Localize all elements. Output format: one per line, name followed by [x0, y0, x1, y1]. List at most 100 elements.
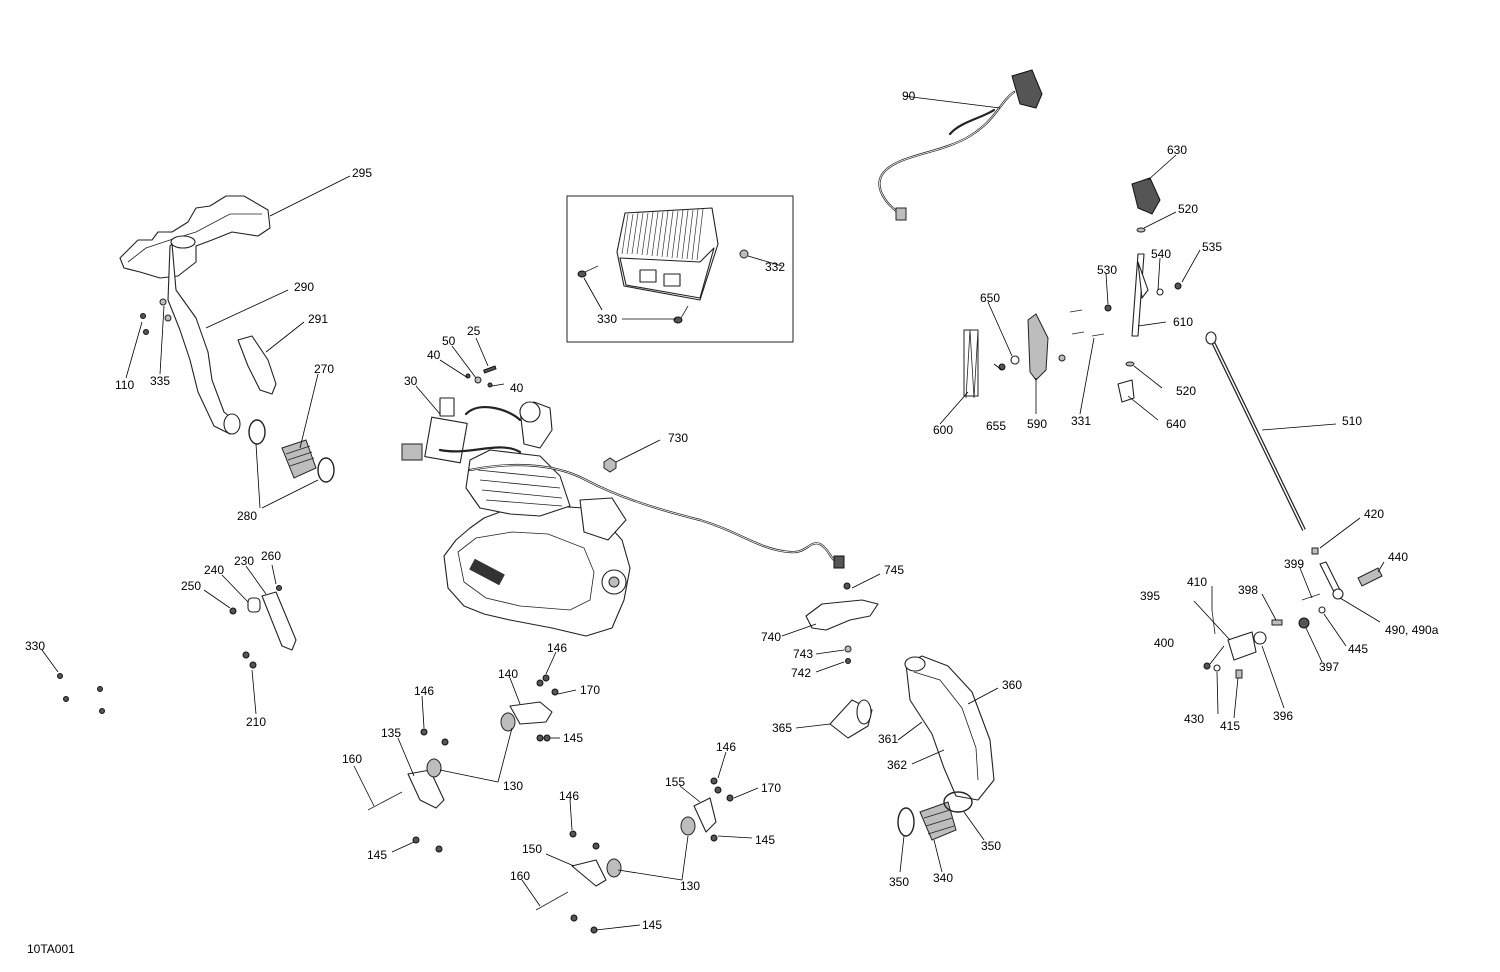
washer-445-part[interactable]	[1318, 606, 1326, 614]
callout-130b: 130	[680, 879, 700, 893]
callout-490: 490, 490a	[1385, 623, 1439, 637]
bracket-395-part[interactable]	[1227, 631, 1257, 661]
cam-396-part[interactable]	[1253, 631, 1267, 645]
callout-290: 290	[294, 280, 314, 294]
pin-520b-part[interactable]	[1125, 361, 1135, 367]
callout-145b: 145	[367, 848, 387, 862]
rod-510-part[interactable]	[1205, 331, 1306, 531]
pivot-397-part[interactable]	[1298, 617, 1310, 629]
nut-530-part[interactable]	[1104, 304, 1112, 312]
callout-140: 140	[498, 667, 518, 681]
callout-25: 25	[467, 324, 481, 338]
callout-590: 590	[1027, 417, 1047, 431]
callout-330-inset: 330	[597, 312, 617, 326]
callout-395: 395	[1140, 589, 1160, 603]
screws-330-part[interactable]	[57, 673, 105, 714]
nut-655-part[interactable]	[998, 363, 1006, 371]
callout-610: 610	[1173, 315, 1193, 329]
callout-30: 30	[404, 374, 418, 388]
cvt-cover-360-part[interactable]	[904, 655, 995, 801]
callout-146b: 146	[414, 684, 434, 698]
spacer-240-part[interactable]	[247, 597, 261, 613]
callout-170a: 170	[580, 683, 600, 697]
switch-harness-90-part[interactable]	[878, 69, 1043, 221]
callout-160a: 160	[342, 752, 362, 766]
bushing-640-part[interactable]	[1117, 379, 1135, 403]
bolts-331-part[interactable]	[1058, 309, 1105, 362]
callout-332: 332	[765, 260, 785, 274]
duct-291-part[interactable]	[237, 335, 277, 395]
bracket-230-part[interactable]	[261, 591, 297, 651]
bracket-740-part[interactable]	[805, 582, 879, 664]
callout-146a: 146	[547, 641, 567, 655]
pin-520a-part[interactable]	[1136, 227, 1146, 233]
callout-655: 655	[986, 419, 1006, 433]
callout-40a: 40	[427, 348, 441, 362]
callout-110: 110	[115, 378, 134, 392]
nut-730-part[interactable]	[603, 457, 617, 473]
washer-650-part[interactable]	[1010, 355, 1020, 365]
pin-398-part[interactable]	[1271, 619, 1283, 626]
callout-410: 410	[1187, 575, 1207, 589]
callout-90: 90	[902, 89, 916, 103]
callout-520b: 520	[1176, 384, 1196, 398]
callout-155: 155	[665, 775, 685, 789]
screw-330b-part[interactable]	[673, 305, 689, 324]
callout-520a: 520	[1178, 202, 1198, 216]
bolt-399-part[interactable]	[1301, 593, 1321, 601]
screw-110-part[interactable]	[140, 313, 149, 335]
duct-365-part[interactable]	[829, 699, 873, 739]
washer-430-part[interactable]	[1213, 664, 1221, 672]
callout-398: 398	[1238, 583, 1258, 597]
callout-40b: 40	[510, 381, 524, 395]
inset-frame	[566, 195, 794, 343]
lever-610-part[interactable]	[1131, 253, 1149, 337]
mount-155-assembly[interactable]	[680, 777, 734, 842]
callout-labels: 295 290 291 270 280 110 335 332 330 25 5…	[25, 89, 1439, 956]
mount-150-assembly[interactable]	[535, 830, 622, 934]
screw-535-part[interactable]	[1174, 282, 1182, 290]
bolt-210-part[interactable]	[242, 651, 257, 669]
callout-360: 360	[1002, 678, 1022, 692]
screw-330-part[interactable]	[577, 265, 599, 278]
fasteners-25-50-40[interactable]	[465, 365, 497, 388]
nut-250-part[interactable]	[229, 607, 237, 615]
callout-170b: 170	[761, 781, 781, 795]
nut-400-part[interactable]	[1203, 662, 1211, 670]
spring-600-part[interactable]	[963, 329, 979, 399]
intake-tube-290-part[interactable]	[167, 235, 241, 435]
callout-160b: 160	[510, 869, 530, 883]
coupler-270-part[interactable]	[281, 439, 317, 479]
clip-415-part[interactable]	[1235, 669, 1243, 679]
callout-335: 335	[150, 374, 170, 388]
bolt-260-part[interactable]	[276, 585, 282, 591]
engine-harness[interactable]	[438, 406, 845, 569]
clip-335-part[interactable]	[159, 298, 172, 322]
screw-540-part[interactable]	[1156, 288, 1164, 296]
clamp-350b-part[interactable]	[943, 791, 973, 813]
clamp-350a-part[interactable]	[897, 807, 915, 837]
callout-743: 743	[793, 647, 813, 661]
callout-291: 291	[308, 312, 328, 326]
nut-332-part[interactable]	[739, 249, 749, 259]
callout-270: 270	[314, 362, 334, 376]
ecm-module-part[interactable]	[616, 207, 719, 301]
clamp-280b-part[interactable]	[317, 457, 335, 483]
boot-340-part[interactable]	[919, 801, 957, 841]
mount-135-assembly[interactable]	[367, 728, 449, 853]
screw-440-part[interactable]	[1357, 567, 1383, 587]
callout-350b: 350	[889, 875, 909, 889]
callout-396: 396	[1273, 709, 1293, 723]
clip-420-part[interactable]	[1311, 547, 1319, 555]
callout-440: 440	[1388, 550, 1408, 564]
callout-145c: 145	[755, 833, 775, 847]
clamp-280a-part[interactable]	[248, 419, 266, 445]
callout-630: 630	[1167, 143, 1187, 157]
engine-assembly[interactable]	[443, 401, 631, 637]
heat-shield-295-part[interactable]	[119, 195, 271, 279]
diagram-id: 10TA001	[27, 942, 75, 956]
pedal-590-part[interactable]	[1027, 313, 1049, 381]
mount-140-assembly[interactable]	[500, 674, 559, 742]
knob-630-part[interactable]	[1131, 177, 1161, 215]
rod-end-490-part[interactable]	[1319, 561, 1344, 600]
